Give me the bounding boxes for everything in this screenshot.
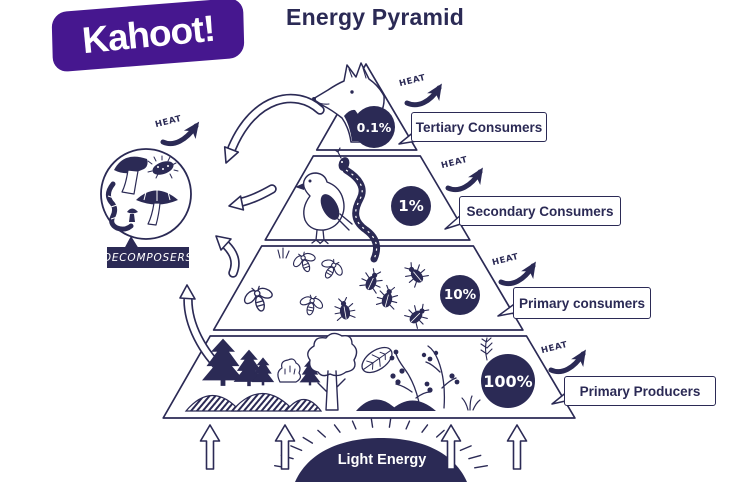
flora-illustration [184,332,493,412]
heat-arrows [160,83,586,375]
snake-illustration [334,147,381,263]
up-arrow-icon [274,424,296,470]
arrow-mid-to-decomposers-icon [228,184,277,211]
kahoot-logo-text: Kahoot! [79,7,216,62]
up-arrow-icon [199,424,221,470]
heat-arrow-producers-icon [548,349,586,375]
light-energy-dome [274,418,488,482]
up-arrow-icon [506,424,528,470]
arrow-top-to-decomposers-icon [223,93,325,164]
label-box-primary-consumers: Primary consumers [513,287,651,319]
decomposers-illustration [100,148,192,240]
decomposers-label: DECOMPOSERS [103,247,192,268]
heat-arrow-tertiary-icon [404,83,442,108]
light-input-arrows [199,424,528,470]
heat-arrow-decomposers-icon [160,121,200,147]
heat-arrow-primary-consumers-icon [498,261,536,287]
light-energy-label: Light Energy [337,452,427,468]
insects-illustration [239,247,434,330]
arrow-lower-to-decomposers-icon [215,235,240,278]
label-box-primary-producers: Primary Producers [564,376,716,406]
percent-badge-secondary: 1% [391,186,431,226]
light-rays-icon [274,418,488,469]
percent-badge-tertiary: 0.1% [353,106,395,148]
heat-arrow-secondary-icon [445,167,483,193]
label-box-secondary-consumers: Secondary Consumers [459,196,621,226]
percent-badge-primary-consumers: 10% [440,275,480,315]
bird-illustration [295,172,353,245]
percent-badge-producers: 100% [481,354,535,408]
berry-branches-illustration [395,345,457,409]
page-title: Energy Pyramid [286,3,464,30]
label-box-tertiary-consumers: Tertiary Consumers [411,112,547,142]
